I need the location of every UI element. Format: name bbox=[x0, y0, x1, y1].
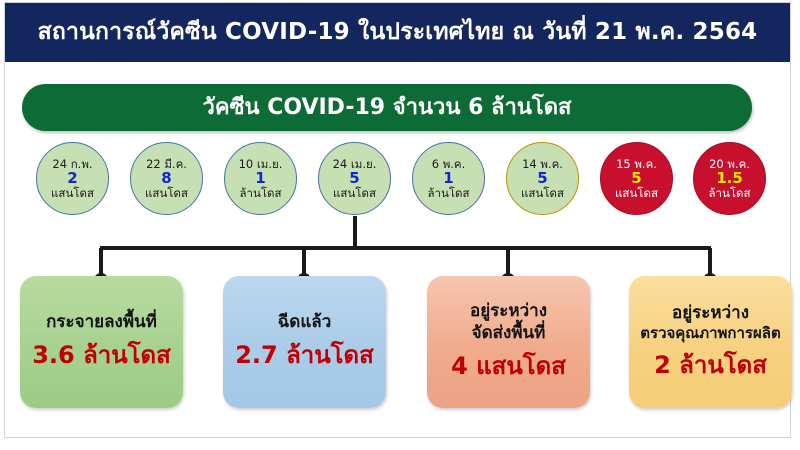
category-box-distributed-label: กระจายลงพื้นที่ bbox=[46, 312, 157, 333]
delivery-timeline: 24 ก.พ. 2 แสนโดส 22 มี.ค. 8 แสนโดส 10 เม… bbox=[36, 142, 766, 218]
category-box-administered-label: ฉีดแล้ว bbox=[277, 312, 332, 333]
timeline-circle-8-date: 20 พ.ค. bbox=[709, 156, 750, 171]
category-box-in-transit-label-line1: อยู่ระหว่าง bbox=[469, 301, 548, 322]
timeline-circle-6-amount: 5 bbox=[537, 169, 548, 188]
timeline-circle-2-amount: 8 bbox=[161, 169, 172, 188]
timeline-circle-5-date: 6 พ.ค. bbox=[431, 156, 466, 171]
timeline-circle-8[interactable]: 20 พ.ค. 1.5 ล้านโดส bbox=[693, 142, 766, 215]
timeline-circle-5-unit: ล้านโดส bbox=[427, 185, 470, 200]
timeline-circle-8-amount: 1.5 bbox=[716, 169, 743, 188]
category-box-distributed[interactable]: กระจายลงพื้นที่ 3.6 ล้านโดส bbox=[20, 276, 183, 408]
timeline-circle-3[interactable]: 10 เม.ย. 1 ล้านโดส bbox=[224, 142, 297, 215]
timeline-circle-3-unit: ล้านโดส bbox=[239, 185, 282, 200]
total-doses-label: วัคซีน COVID-19 จำนวน 6 ล้านโดส bbox=[202, 94, 572, 120]
total-doses-banner: วัคซีน COVID-19 จำนวน 6 ล้านโดส bbox=[22, 84, 752, 131]
category-box-quality-check-label-line2: ตรวจคุณภาพการผลิต bbox=[640, 323, 781, 342]
category-box-in-transit[interactable]: อยู่ระหว่าง จัดส่งพื้นที่ 4 แสนโดส bbox=[427, 276, 590, 408]
category-box-quality-check-value: 2 ล้านโดส bbox=[654, 351, 767, 380]
timeline-circle-8-unit: ล้านโดส bbox=[708, 185, 751, 200]
timeline-circle-4[interactable]: 24 เม.ย. 5 แสนโดส bbox=[318, 142, 391, 215]
timeline-circle-1-amount: 2 bbox=[67, 169, 78, 188]
timeline-circle-3-amount: 1 bbox=[255, 169, 266, 188]
timeline-circle-1-unit: แสนโดส bbox=[51, 185, 94, 200]
timeline-circle-1[interactable]: 24 ก.พ. 2 แสนโดส bbox=[36, 142, 109, 215]
timeline-circle-6[interactable]: 14 พ.ค. 5 แสนโดส bbox=[506, 142, 579, 215]
timeline-circle-2-date: 22 มี.ค. bbox=[146, 156, 187, 171]
header-bar: สถานการณ์วัคซีน COVID-19 ในประเทศไทย ณ ว… bbox=[5, 3, 790, 62]
timeline-circle-5-amount: 1 bbox=[443, 169, 454, 188]
category-box-in-transit-label-line2: จัดส่งพื้นที่ bbox=[471, 323, 546, 344]
category-box-quality-check[interactable]: อยู่ระหว่าง ตรวจคุณภาพการผลิต 2 ล้านโดส bbox=[629, 276, 792, 408]
category-box-administered-value: 2.7 ล้านโดส bbox=[235, 341, 374, 370]
timeline-circle-4-date: 24 เม.ย. bbox=[332, 156, 377, 171]
timeline-circle-1-date: 24 ก.พ. bbox=[52, 156, 93, 171]
timeline-circle-4-amount: 5 bbox=[349, 169, 360, 188]
category-box-administered[interactable]: ฉีดแล้ว 2.7 ล้านโดส bbox=[223, 276, 386, 408]
category-box-in-transit-value: 4 แสนโดส bbox=[451, 352, 566, 381]
timeline-circle-6-unit: แสนโดส bbox=[521, 185, 564, 200]
category-box-quality-check-label-line1: อยู่ระหว่าง bbox=[671, 302, 750, 323]
timeline-circle-4-unit: แสนโดส bbox=[333, 185, 376, 200]
timeline-circle-3-date: 10 เม.ย. bbox=[238, 156, 283, 171]
category-box-distributed-value: 3.6 ล้านโดส bbox=[32, 341, 171, 370]
timeline-circle-7-date: 15 พ.ค. bbox=[616, 156, 657, 171]
timeline-circle-2[interactable]: 22 มี.ค. 8 แสนโดส bbox=[130, 142, 203, 215]
timeline-circle-6-date: 14 พ.ค. bbox=[522, 156, 563, 171]
timeline-circle-5[interactable]: 6 พ.ค. 1 ล้านโดส bbox=[412, 142, 485, 215]
timeline-circle-7[interactable]: 15 พ.ค. 5 แสนโดส bbox=[600, 142, 673, 215]
timeline-circle-7-unit: แสนโดส bbox=[615, 185, 658, 200]
timeline-circle-2-unit: แสนโดส bbox=[145, 185, 188, 200]
timeline-circle-7-amount: 5 bbox=[631, 169, 642, 188]
page-title: สถานการณ์วัคซีน COVID-19 ในประเทศไทย ณ ว… bbox=[37, 19, 758, 45]
